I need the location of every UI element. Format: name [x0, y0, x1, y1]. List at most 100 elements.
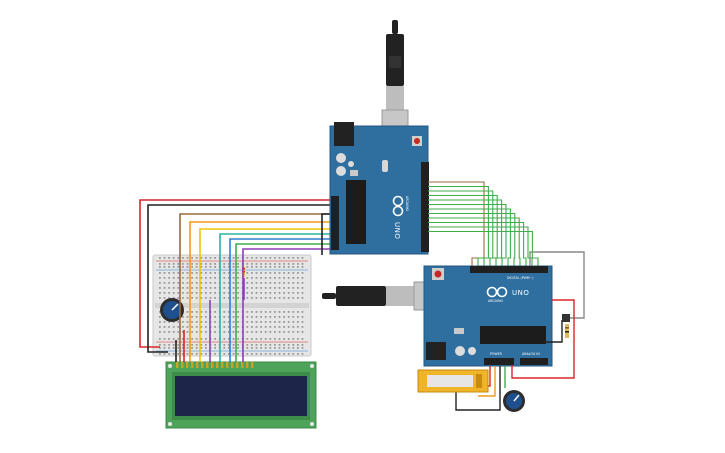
breadboard-hole [172, 321, 175, 323]
breadboard-hole [251, 287, 253, 289]
breadboard-hole [159, 326, 161, 328]
potentiometer-lcd-contrast[interactable] [160, 298, 184, 322]
wire-gray [529, 251, 585, 319]
breadboard-hole [177, 326, 180, 328]
breadboard[interactable] [152, 254, 312, 357]
breadboard-hole [269, 316, 272, 318]
lcd-16x2[interactable] [165, 361, 317, 429]
breadboard-hole [255, 277, 258, 279]
potentiometer-right[interactable] [503, 390, 525, 412]
breadboard-hole [182, 316, 184, 318]
breadboard-hole [232, 353, 235, 355]
breadboard-hole [283, 347, 285, 349]
breadboard-hole [214, 263, 216, 265]
breadboard-hole [260, 338, 262, 340]
breadboard-hole [191, 326, 193, 328]
breadboard-hole [274, 347, 276, 349]
breadboard-hole [292, 347, 295, 349]
breadboard-hole [209, 297, 212, 299]
slide-potentiometer[interactable] [417, 369, 489, 393]
breadboard-hole [274, 287, 276, 289]
breadboard-hole [269, 282, 272, 284]
breadboard-holes [159, 257, 304, 355]
lcd-pin [241, 362, 244, 368]
breadboard-hole [283, 266, 285, 268]
lcd-pin [251, 362, 254, 368]
breadboard-hole [287, 338, 290, 340]
breadboard-hole [274, 316, 276, 318]
breadboard-hole [186, 297, 189, 299]
breadboard-hole [283, 272, 285, 274]
wire-orange-b [478, 366, 496, 397]
breadboard-hole [251, 272, 253, 274]
breadboard-hole [177, 347, 180, 349]
breadboard-hole [223, 266, 226, 268]
breadboard-hole [205, 321, 207, 323]
breadboard-hole [159, 282, 161, 284]
push-button[interactable] [562, 314, 570, 322]
breadboard-hole [163, 321, 166, 323]
wire-serial-line [428, 190, 494, 268]
breadboard-hole [274, 292, 276, 294]
breadboard-hole [255, 347, 258, 349]
breadboard-hole [287, 316, 290, 318]
lcd-pin [246, 362, 249, 368]
breadboard-hole [274, 297, 276, 299]
breadboard-hole [172, 257, 175, 259]
breadboard-hole [246, 326, 249, 328]
breadboard-hole [287, 257, 290, 259]
breadboard-hole [200, 338, 203, 340]
breadboard-hole [177, 338, 180, 340]
breadboard-hole [163, 297, 166, 299]
breadboard-hole [255, 316, 258, 318]
breadboard-hole [274, 353, 276, 355]
breadboard-hole [168, 292, 170, 294]
breadboard-hole [191, 266, 193, 268]
breadboard-hole [297, 257, 299, 259]
breadboard-hole [237, 277, 239, 279]
lcd-pin [211, 362, 214, 368]
arduino-uno-bottom[interactable]: DIGITAL (PWM~) UNO ARDUINO POWER ANALOG … [322, 265, 553, 367]
breadboard-hole [283, 338, 285, 340]
breadboard-hole [292, 266, 295, 268]
breadboard-hole [172, 292, 175, 294]
breadboard-hole [269, 292, 272, 294]
breadboard-hole [274, 263, 276, 265]
breadboard-hole [260, 297, 262, 299]
breadboard-hole [287, 272, 290, 274]
breadboard-hole [287, 263, 290, 265]
breadboard-hole [168, 272, 170, 274]
breadboard-hole [214, 326, 216, 328]
breadboard-hole [205, 297, 207, 299]
breadboard-hole [246, 353, 249, 355]
breadboard-hole [182, 326, 184, 328]
breadboard-hole [177, 277, 180, 279]
breadboard-hole [255, 344, 258, 346]
breadboard-hole [168, 326, 170, 328]
breadboard-hole [237, 321, 239, 323]
breadboard-hole [297, 282, 299, 284]
breadboard-hole [159, 344, 161, 346]
breadboard-hole [177, 266, 180, 268]
arduino-uno-top[interactable]: UNO ARDUINO [329, 20, 429, 255]
breadboard-hole [172, 263, 175, 265]
breadboard-hole [292, 282, 295, 284]
breadboard-hole [237, 353, 239, 355]
breadboard-hole [237, 257, 239, 259]
breadboard-hole [264, 263, 267, 265]
breadboard-hole [200, 311, 203, 313]
breadboard-hole [209, 257, 212, 259]
breadboard-hole [237, 311, 239, 313]
breadboard-hole [168, 297, 170, 299]
breadboard-hole [177, 282, 180, 284]
breadboard-hole [223, 292, 226, 294]
resistor-right[interactable] [565, 324, 569, 338]
breadboard-hole [195, 331, 198, 333]
breadboard-hole [283, 321, 285, 323]
breadboard-hole [292, 292, 295, 294]
breadboard-hole [200, 277, 203, 279]
breadboard-hole [301, 326, 304, 328]
breadboard-hole [251, 338, 253, 340]
breadboard-hole [246, 266, 249, 268]
breadboard-hole [200, 257, 203, 259]
